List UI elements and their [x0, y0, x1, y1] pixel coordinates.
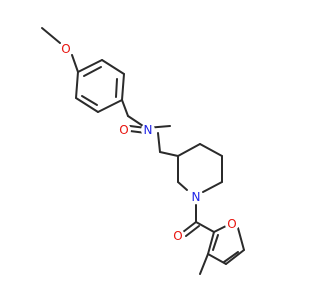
bond-furan-double1 [223, 251, 239, 263]
atom-layer: O N O N O O [59, 42, 239, 243]
bond-furan4 [207, 253, 227, 265]
svg-text:O: O [61, 42, 70, 56]
bond-n-ch2 [157, 132, 161, 153]
bond-ch2-pip [159, 151, 179, 157]
bond-pip5 [177, 181, 188, 191]
bond-furan3 [225, 249, 245, 265]
svg-text:O: O [173, 229, 182, 243]
bond-co-furan [195, 221, 215, 233]
atom-n-piperidine: N [189, 190, 203, 204]
bond-co-o-a [182, 221, 197, 233]
bond-pip2 [199, 143, 223, 157]
svg-text:N: N [192, 190, 201, 204]
atom-o-amide: O [117, 123, 131, 137]
bond-ring6 [75, 71, 79, 99]
bond-co-o-b [185, 225, 200, 237]
svg-text:O: O [119, 123, 128, 137]
atom-n-amide: N [141, 123, 155, 137]
atom-o-furan: O [225, 217, 239, 231]
bond-furan-methyl [199, 253, 209, 275]
bond-furan1 [213, 225, 227, 233]
bond-pip1 [177, 143, 201, 157]
bond-ring1 [77, 59, 103, 73]
bond-ring-double2 [115, 78, 118, 98]
svg-text:O: O [227, 217, 236, 231]
molecule-diagram: O N O N O O [41, 27, 245, 275]
bond-ring5 [75, 97, 99, 113]
bond-ring-double1 [83, 66, 102, 77]
bond-methyl-o [41, 27, 61, 44]
bond-ring2 [101, 59, 125, 75]
bond-layer [41, 27, 245, 275]
bond-furan-double2 [212, 234, 219, 251]
bond-furan5 [207, 231, 215, 255]
atom-o-methoxy: O [59, 42, 73, 56]
bond-furan2 [237, 227, 245, 251]
bond-ring-double3 [81, 95, 98, 106]
bond-ring-ch2 [121, 99, 129, 117]
atom-o-carbonyl: O [171, 229, 185, 243]
bond-o-ring [71, 54, 79, 73]
svg-text:N: N [144, 123, 153, 137]
bond-ring4 [97, 99, 123, 113]
bond-ring3 [121, 73, 125, 101]
bond-pip4 [202, 181, 223, 193]
